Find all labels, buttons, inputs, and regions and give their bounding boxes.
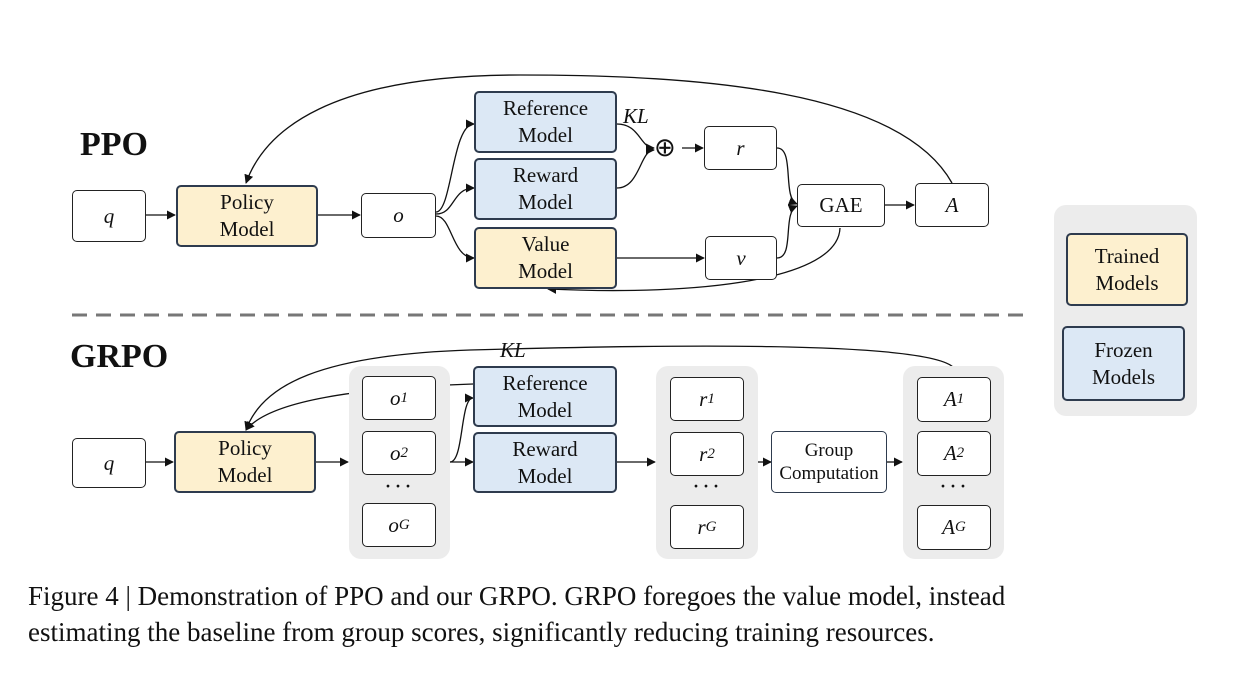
ppo-value-node: v <box>705 236 777 280</box>
arrow-r-to-gae <box>776 147 798 206</box>
grpo-title: GRPO <box>70 338 169 375</box>
grpo-reference-model: Reference Model <box>473 366 617 427</box>
group-computation-node: Group Computation <box>771 431 887 493</box>
ppo-value-model: Value Model <box>474 227 617 289</box>
ppo-output-node: o <box>361 193 436 238</box>
ppo-reference-model: Reference Model <box>474 91 617 153</box>
ppo-query-node: q <box>72 190 146 242</box>
arrow-outputs-to-reference <box>449 393 474 463</box>
grpo-policy-model: Policy Model <box>174 431 316 493</box>
legend-frozen: Frozen Models <box>1062 326 1185 401</box>
outputs-ellipsis: ··· <box>384 474 414 500</box>
ppo-title: PPO <box>80 126 148 163</box>
grpo-reward-model: Reward Model <box>473 432 617 493</box>
ppo-reward-node: r <box>704 126 777 170</box>
arrow-a-to-policy <box>244 74 953 184</box>
grpo-kl-label: KL <box>500 338 526 362</box>
arrow-advantages-to-policy <box>244 345 955 431</box>
arrow-reward-to-plus <box>616 145 655 189</box>
ppo-reward-model: Reward Model <box>474 158 617 220</box>
rewards-ellipsis: ··· <box>692 474 722 500</box>
ppo-advantage-node: A <box>915 183 989 227</box>
advantages-ellipsis: ··· <box>939 474 969 500</box>
grpo-query-node: q <box>72 438 146 488</box>
ppo-kl-label: KL <box>623 104 649 128</box>
arrow-o-to-value <box>435 215 475 263</box>
arrow-v-to-gae <box>776 204 798 259</box>
ppo-gae-node: GAE <box>797 184 885 227</box>
legend-trained: Trained Models <box>1066 233 1188 306</box>
arrow-o-to-reward <box>435 183 475 215</box>
figure-caption: Figure 4 | Demonstration of PPO and our … <box>28 581 1006 647</box>
plus-icon: ⊕ <box>654 133 676 162</box>
arrow-gae-to-value <box>547 227 841 294</box>
arrow-o-to-reference <box>435 119 475 213</box>
ppo-policy-model: Policy Model <box>176 185 318 247</box>
